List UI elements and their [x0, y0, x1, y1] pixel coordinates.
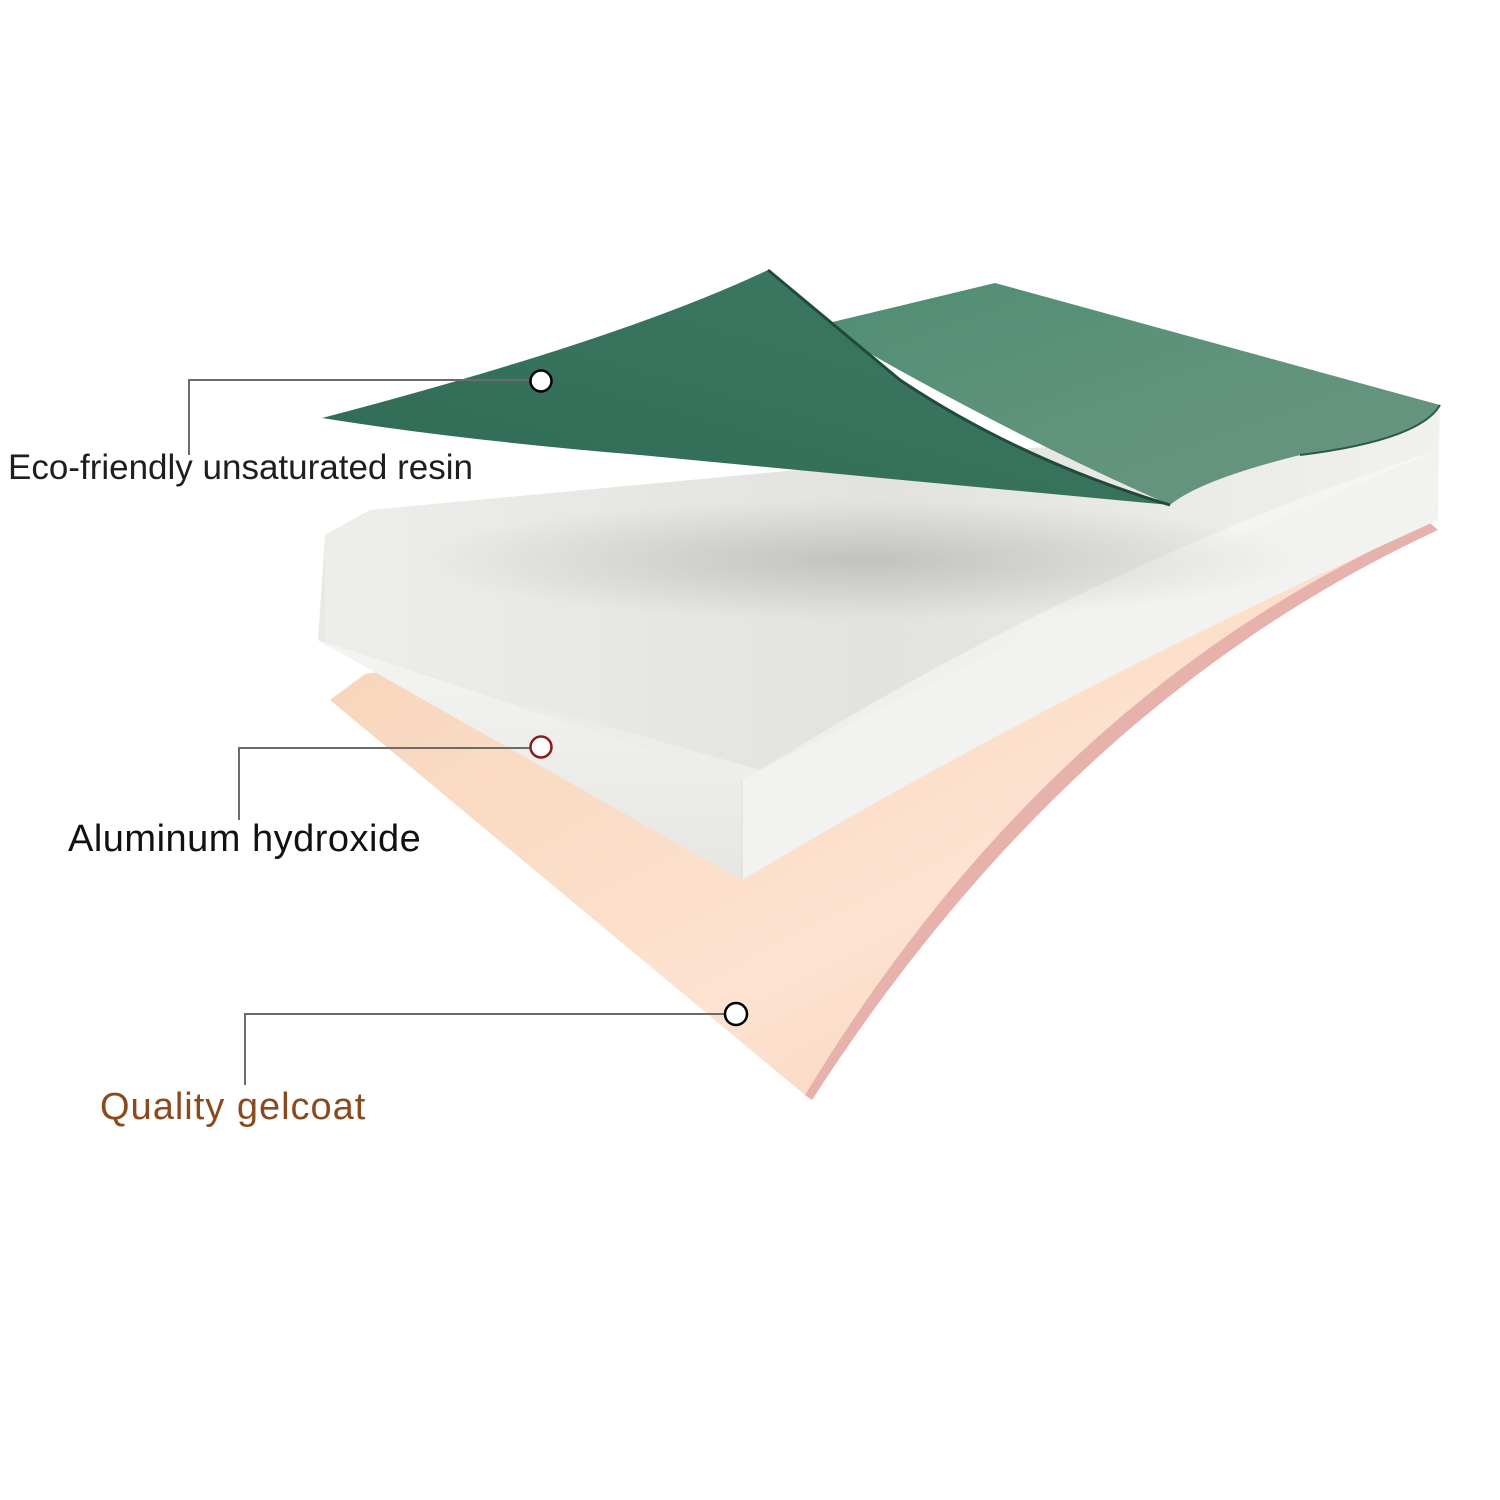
- callout-gel: [244, 1001, 749, 1085]
- leader-line: [188, 379, 530, 455]
- marker-dot: [529, 369, 553, 393]
- label-aluminum-hydroxide: Aluminum hydroxide: [68, 818, 422, 860]
- label-eco-friendly-resin: Eco-friendly unsaturated resin: [8, 448, 473, 487]
- leader-line: [238, 747, 530, 820]
- marker-dot: [723, 1001, 749, 1027]
- callout-ath: [238, 735, 553, 820]
- callout-resin: [188, 369, 553, 455]
- label-quality-gelcoat: Quality gelcoat: [100, 1086, 367, 1128]
- marker-dot: [529, 735, 553, 759]
- leader-line: [244, 1013, 725, 1085]
- resin-layer: [322, 268, 1441, 507]
